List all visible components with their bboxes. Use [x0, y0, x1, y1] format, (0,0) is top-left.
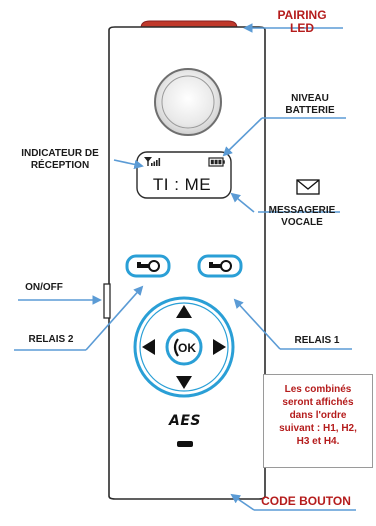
- screen-display-text: TI : ME: [152, 175, 212, 194]
- pairing-led-label: PAIRING LED: [277, 8, 327, 35]
- camera-lens: [154, 68, 222, 136]
- indicateur-reception-label: INDICATEUR DE RÉCEPTION: [21, 148, 99, 171]
- messagerie-vocale-arrow: [230, 192, 255, 213]
- relais-2-label: RELAIS 2: [28, 334, 74, 345]
- relais-2-arrow: [85, 285, 144, 351]
- battery-icon: [208, 157, 225, 167]
- niveau-batterie-label: NIVEAU BATTERIE: [285, 93, 335, 116]
- arrow-up-icon[interactable]: [176, 305, 192, 318]
- relais-1-key[interactable]: [197, 254, 243, 278]
- key-icon: [209, 260, 232, 272]
- brand-logo: AES: [169, 413, 201, 429]
- relais-1-label: RELAIS 1: [294, 335, 340, 346]
- envelope-icon: [296, 179, 320, 195]
- ok-key-icon: [173, 338, 179, 357]
- on-off-side-button[interactable]: [103, 283, 111, 319]
- code-bouton-arrow: [230, 493, 255, 511]
- messagerie-vocale-label: MESSAGERIE VOCALE: [268, 205, 336, 228]
- key-icon: [137, 260, 160, 272]
- arrow-right-icon[interactable]: [213, 339, 226, 355]
- arrow-left-icon[interactable]: [142, 339, 155, 355]
- code-button[interactable]: [177, 441, 193, 447]
- signal-icon: [144, 157, 161, 166]
- code-bouton-label: CODE BOUTON: [261, 494, 351, 508]
- ok-label: OK: [178, 341, 196, 355]
- arrow-down-icon[interactable]: [176, 376, 192, 389]
- indicateur-reception-arrow: [113, 159, 144, 170]
- on-off-label: ON/OFF: [25, 282, 63, 293]
- relais-2-key[interactable]: [125, 254, 171, 278]
- lcd-screen: [136, 151, 232, 199]
- ok-button[interactable]: OK: [165, 328, 203, 366]
- handset-order-note: Les combinés seront affichés dans l'ordr…: [263, 374, 373, 468]
- relais-1-arrow: [233, 298, 281, 350]
- niveau-batterie-arrow: [222, 117, 263, 157]
